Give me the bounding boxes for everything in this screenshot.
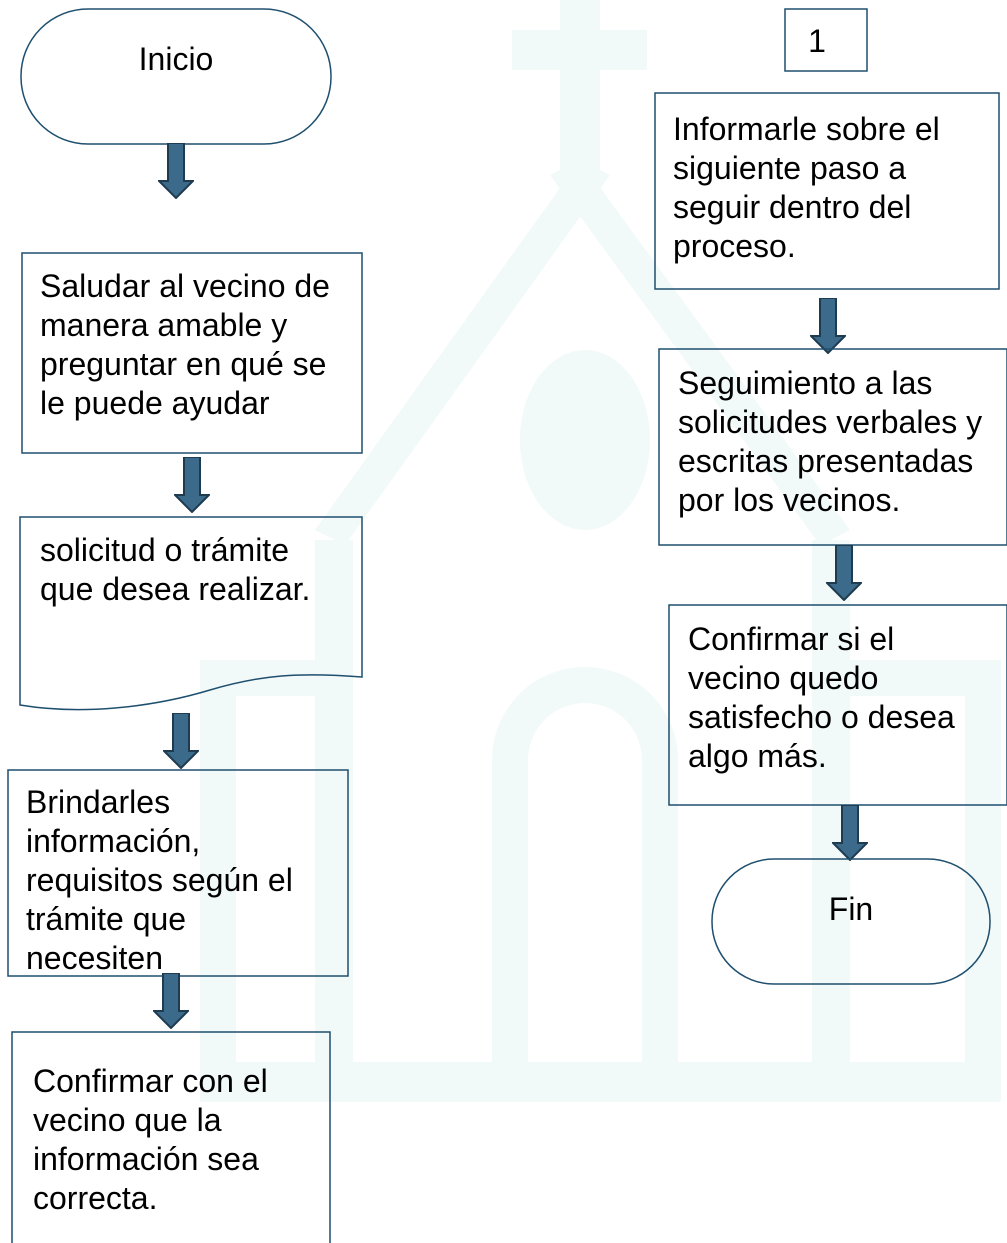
arrow-down-icon: [810, 298, 846, 354]
connector-label-text: 1: [808, 23, 826, 59]
confirm-info-line: Confirmar con el: [33, 1063, 268, 1099]
end-terminator: [711, 858, 991, 985]
arrow-down-icon: [153, 973, 189, 1029]
arrow-down-icon: [174, 457, 210, 513]
next-step-process-box: [654, 92, 1000, 290]
next-step-line: siguiente paso a: [673, 150, 907, 186]
request-document-shape: [19, 516, 363, 711]
request-line: solicitud o trámite: [40, 532, 289, 568]
inform-label: Brindarles información, requisitos según…: [26, 783, 346, 978]
confirm-satisfied-line: Confirmar si el: [688, 621, 895, 657]
confirm-satisfied-label: Confirmar si el vecino quedo satisfecho …: [688, 620, 1006, 776]
next-step-label: Informarle sobre el siguiente paso a seg…: [673, 110, 998, 266]
followup-line: por los vecinos.: [678, 482, 901, 518]
inform-line: información,: [26, 823, 201, 859]
request-document-label: solicitud o trámite que desea realizar.: [40, 531, 360, 609]
inform-line: trámite que: [26, 901, 187, 937]
confirm-satisfied-line: satisfecho o desea: [688, 699, 955, 735]
confirm-info-line: vecino que la: [33, 1102, 222, 1138]
greet-line: manera amable y: [40, 307, 288, 343]
followup-line: escritas presentadas: [678, 443, 974, 479]
page-connector-box: [784, 8, 868, 72]
confirm-satisfied-line: algo más.: [688, 738, 827, 774]
arrow-down-icon: [826, 545, 862, 601]
inform-line: requisitos según el: [26, 862, 293, 898]
end-label: Fin: [712, 890, 990, 929]
end-label-text: Fin: [828, 891, 874, 927]
inform-line: necesiten: [26, 940, 163, 976]
confirm-info-label: Confirmar con el vecino que la informaci…: [33, 1062, 328, 1218]
confirm-satisfied-line: vecino quedo: [688, 660, 879, 696]
greet-line: le puede ayudar: [40, 385, 270, 421]
followup-process-box: [658, 348, 1007, 546]
arrow-down-icon: [158, 143, 194, 199]
confirm-info-line: correcta.: [33, 1180, 158, 1216]
greet-line: Saludar al vecino de: [40, 268, 330, 304]
start-label-text: Inicio: [138, 41, 214, 77]
confirm-satisfied-process-box: [668, 604, 1007, 806]
request-line: que desea realizar.: [40, 571, 311, 607]
arrow-down-icon: [832, 805, 868, 861]
inform-line: Brindarles: [26, 784, 171, 820]
next-step-line: Informarle sobre el: [673, 111, 940, 147]
next-step-line: proceso.: [673, 228, 796, 264]
start-label: Inicio: [21, 40, 331, 79]
next-step-line: seguir dentro del: [673, 189, 912, 225]
connector-label: 1: [785, 22, 849, 61]
followup-label: Seguimiento a las solicitudes verbales y…: [678, 364, 1006, 520]
greet-process-box: [21, 252, 363, 454]
followup-line: Seguimiento a las: [678, 365, 933, 401]
greet-line: preguntar en qué se: [40, 346, 327, 382]
confirm-info-line: información sea: [33, 1141, 259, 1177]
greet-label: Saludar al vecino de manera amable y pre…: [40, 267, 360, 423]
confirm-info-process-box: [11, 1031, 331, 1243]
followup-line: solicitudes verbales y: [678, 404, 983, 440]
arrow-down-icon: [163, 713, 199, 769]
